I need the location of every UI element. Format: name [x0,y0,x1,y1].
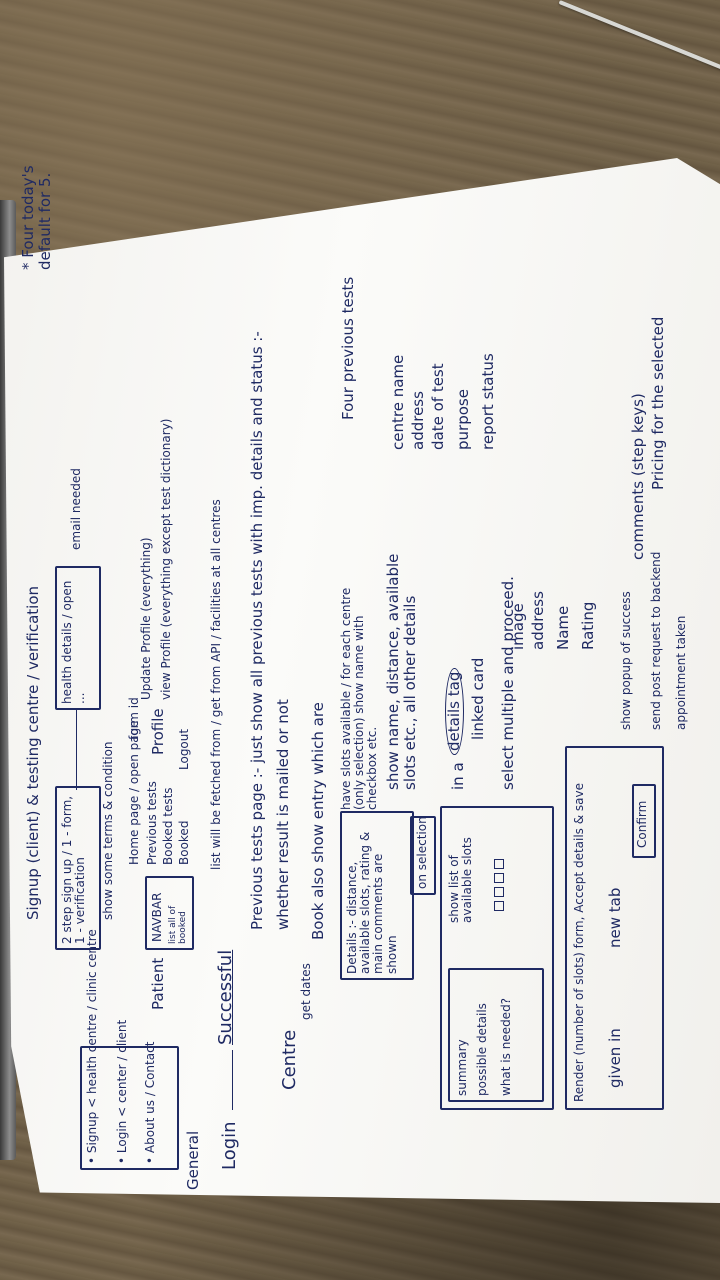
general-item-about: • About us / Contact [143,1041,157,1164]
comments: comments (step keys) [629,393,647,560]
centre-detail-date: date of test [429,363,447,450]
new-tab: new tab [606,887,624,948]
card-address: address [529,591,547,650]
linked-card: linked card [469,657,487,740]
slots-box: show list of available slots summary pos… [440,806,554,1110]
signup-email: email needed [69,468,83,550]
navbar-item-logout: Logout [177,728,191,770]
get-dates: get dates [299,963,313,1020]
show-popup: show popup of success [619,591,633,730]
have-slots: have slots available / for each centre (… [339,587,380,810]
centre-detail-purpose: purpose [454,389,472,450]
card-image: image [509,603,527,650]
on-selection-box: on selection [410,816,436,895]
navbar-item-previous: Previous tests [145,781,159,865]
navbar-item-booked: Booked [177,820,191,865]
general-box: • Signup < health centre / clinic centre… [80,929,179,1170]
paper-sheet [4,158,720,1203]
form-id: form id [127,697,141,740]
reserve-box: summary possible details what is needed? [448,968,544,1102]
profile-view: view Profile (everything except test dic… [159,418,173,700]
send-request: send post request to backend [649,551,663,730]
corner-note: * Four today's default for 5. [19,165,54,270]
signup-title: Signup (client) & testing centre / verif… [24,586,42,920]
centre-detail-name: centre name [389,354,407,450]
card-rating: Rating [579,601,597,650]
handwritten-notes: * Four today's default for 5. • Signup <… [10,110,710,1210]
signup-steps: 2 step sign up / 1 - form, 1 - verificat… [60,795,88,944]
patient-label: Patient [149,957,167,1010]
navbar-label: NAVBAR [150,892,164,942]
signup-verify-box: health details / open ... [55,566,101,710]
centre-details-box: Details :- distance, available slots, ra… [340,811,414,980]
previous-tests-note: Previous tests page :- just show all pre… [248,331,292,930]
successful-label: Successful [215,949,236,1045]
general-item-login: • Login < center / client [115,1019,129,1164]
profile-label: Profile [149,708,167,755]
appointment: appointment taken [674,615,688,730]
signup-arrow [76,710,77,790]
confirm-label: Confirm [635,800,649,848]
general-label: General [184,1130,202,1190]
in-a: in a [449,762,467,790]
details-tag: details tag [445,667,464,755]
reserve-needed: what is needed? [499,997,513,1096]
general-item-signup: • Signup < health centre / clinic centre [85,929,99,1164]
details-line: Details :- distance, available slots, ra… [345,831,399,974]
card-name: Name [554,605,572,650]
login-label: Login [219,1121,240,1170]
four-previous: Four previous tests [339,276,357,420]
signup-verify: health details / open ... [60,580,88,704]
show-list: show list of available slots [447,837,475,923]
profile-update: Update Profile (everything) [139,537,153,700]
centre-label: Centre [279,1029,300,1090]
centre-detail-status: report status [479,353,497,450]
book-also: Book also show entry which are [309,702,327,940]
render-line: Render (number of slots) form, Accept de… [572,782,586,1102]
reserve-details: possible details [475,1003,489,1096]
show-name: show name, distance, available slots etc… [384,553,419,790]
signup-steps-box: 2 step sign up / 1 - form, 1 - verificat… [55,786,101,950]
navbar-box: NAVBAR list all of booked [145,876,194,950]
navbar-bottom: list all of booked [168,905,188,944]
navbar-item-home: Home page / open page [127,720,141,865]
slot-checkboxes [492,857,505,913]
confirm-button: Confirm [632,784,656,858]
reserve-summary: summary [455,1039,469,1096]
login-arrow [232,1050,233,1110]
on-selection: on selection [415,816,429,889]
fetch-note: list will be fetched from / get from API… [209,499,223,870]
render-box: Render (number of slots) form, Accept de… [565,746,664,1110]
signup-terms: show some terms & condition [101,741,115,920]
pricing: Pricing for the selected [649,316,667,490]
navbar-item-booked-tests: Booked tests [161,787,175,865]
given-in: given in [606,1028,624,1088]
centre-detail-address: address [409,391,427,450]
